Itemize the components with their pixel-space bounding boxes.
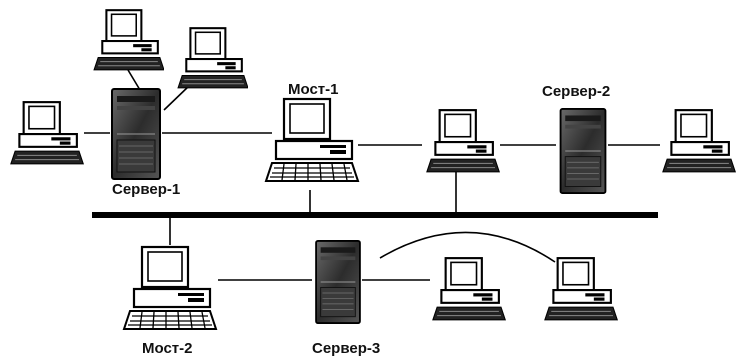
workstation-icon xyxy=(661,109,736,173)
workstation-icon xyxy=(431,257,506,321)
server-tower-icon xyxy=(110,88,162,180)
link-ws-right-server1 xyxy=(163,84,191,111)
workstation-icon xyxy=(93,9,164,71)
server1-label: Сервер-1 xyxy=(112,181,180,198)
backbone-bus xyxy=(92,212,658,218)
server3-label: Сервер-3 xyxy=(312,340,380,357)
link-server3-ws-arc xyxy=(379,231,556,263)
workstation-icon xyxy=(425,109,500,173)
bridge2-label: Мост-2 xyxy=(142,340,193,357)
workstation-icon xyxy=(9,101,84,165)
server-tower-icon xyxy=(559,108,607,194)
workstation-icon xyxy=(543,257,618,321)
workstation-icon xyxy=(177,27,248,89)
server-tower-icon xyxy=(315,240,361,324)
bridge-computer-icon xyxy=(264,97,360,183)
bridge1-label: Мост-1 xyxy=(288,81,339,98)
server2-label: Сервер-2 xyxy=(542,83,610,100)
bridge-computer-icon xyxy=(122,245,218,331)
link-ws-top-server1 xyxy=(127,69,141,91)
network-links xyxy=(84,69,660,281)
